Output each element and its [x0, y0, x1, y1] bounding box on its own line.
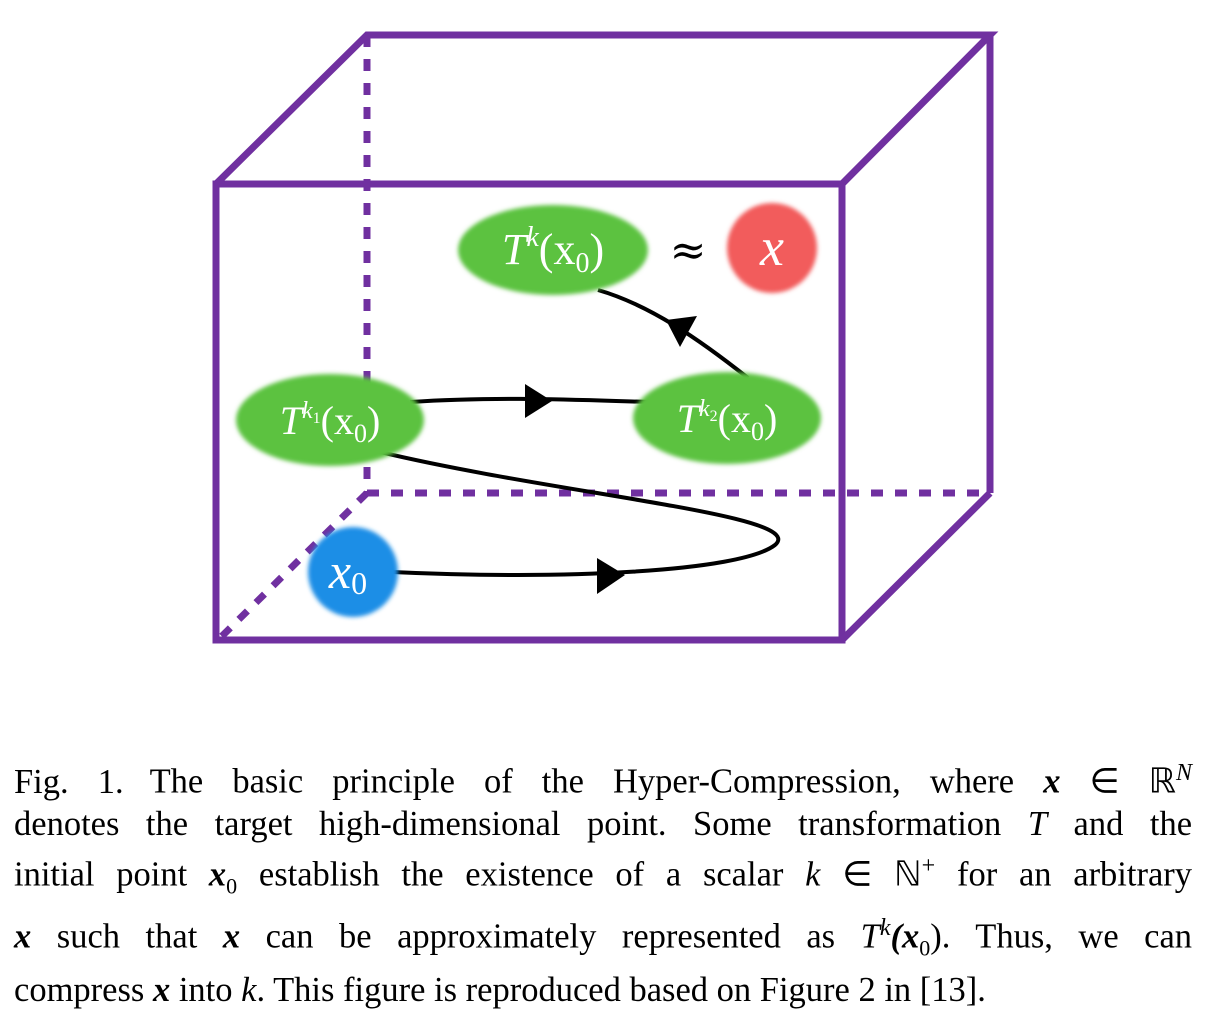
- arrowhead-2: [525, 384, 552, 418]
- hidden-depth-edge: [215, 490, 370, 643]
- hyper-compression-diagram: Tk(x0) ≈ x Tk1(x0) Tk2(x0) x0: [212, 31, 999, 644]
- svg-text:Tk(x0): Tk(x0): [502, 222, 604, 279]
- caption-line-4: x such that x can be approximately repre…: [14, 914, 1193, 961]
- svg-text:x0: x0: [328, 543, 367, 601]
- cube-hidden-edges: [215, 35, 990, 643]
- node-target-x: x: [727, 203, 817, 293]
- svg-text:Tk1(x0): Tk1(x0): [280, 398, 381, 448]
- svg-text:x: x: [759, 217, 784, 277]
- arrowhead-1: [597, 558, 625, 594]
- caption-line-3: initial point x0 establish the existence…: [14, 852, 1193, 898]
- figure-caption: Fig. 1.The basic principle of the Hyper-…: [14, 752, 1192, 1011]
- node-target: Tk(x0): [458, 205, 648, 295]
- cube-top-face: [213, 31, 999, 187]
- caption-line-5: compress x into k. This figure is reprod…: [14, 971, 986, 1010]
- path-tk2-to-target: [597, 288, 750, 380]
- cube-visible-edges: [212, 31, 999, 644]
- cube-front-face: [212, 180, 846, 644]
- approx-symbol: ≈: [670, 225, 707, 276]
- path-x0-to-tk1: [379, 450, 781, 577]
- node-x0: x0: [308, 527, 398, 617]
- arrowheads: [525, 316, 697, 594]
- caption-line-1: Fig. 1.The basic principle of the Hyper-…: [14, 760, 1192, 801]
- node-t-k1: Tk1(x0): [236, 374, 424, 466]
- caption-line-2: denotes the target high-dimensional poin…: [14, 804, 1193, 843]
- cube-bottom-right-edge: [839, 490, 993, 643]
- svg-text:Tk2(x0): Tk2(x0): [677, 396, 778, 446]
- arrowhead-3: [666, 316, 697, 347]
- caption-label: Fig. 1.: [14, 762, 124, 801]
- node-t-k2: Tk2(x0): [633, 372, 821, 464]
